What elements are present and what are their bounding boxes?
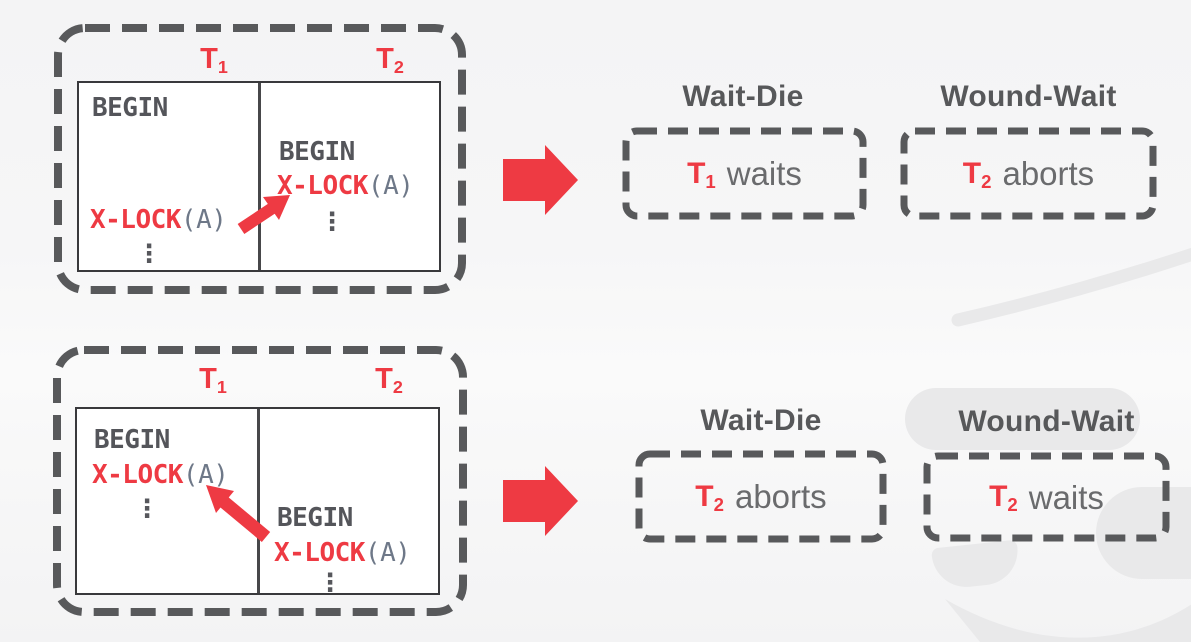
lock-keyword: X-LOCK [92,460,183,490]
lock-keyword: X-LOCK [90,205,181,235]
lock-argument: (A) [367,171,414,201]
t2-begin-statement: BEGIN [277,503,353,533]
transaction-base: T [989,480,1008,513]
transaction-schedule-table: BEGIN X-LOCK(A) ⋮ BEGIN X-LOCK(A) ⋮ [77,81,441,272]
wait-die-outcome-box: T2 aborts [635,450,887,543]
transaction-schedule-table: BEGIN X-LOCK(A) ⋮ BEGIN X-LOCK(A) ⋮ [75,407,440,595]
transaction-ref: T1 [687,156,716,192]
transaction-base: T [687,156,706,190]
t1-ellipsis: ⋮ [136,239,162,268]
t1-xlock-statement: X-LOCK(A) [92,460,229,490]
transaction-sub: 2 [713,493,724,515]
flow-arrow-icon [503,466,578,536]
t2-ellipsis: ⋮ [317,568,343,597]
t2-header-base: T [375,363,393,395]
t1-column-header: T1 [178,363,248,398]
outcome-dashed-border [900,127,1157,220]
t2-header-base: T [376,43,394,75]
t1-begin-statement: BEGIN [94,425,170,455]
outcome-action: aborts [734,478,827,515]
transaction-ref: T2 [695,479,724,515]
outcome-dashed-border [622,127,867,220]
outcome-action: aborts [1002,155,1095,192]
t1-header-base: T [200,43,218,75]
outcome-dashed-border [635,450,887,543]
lock-keyword: X-LOCK [277,171,368,201]
outcome-action: waits [1028,478,1104,516]
t1-xlock-statement: X-LOCK(A) [90,205,227,235]
outcome-action: waits [726,155,802,192]
t2-xlock-statement: X-LOCK(A) [274,538,411,568]
t1-header-sub: 1 [216,377,227,398]
lock-keyword: X-LOCK [274,538,365,568]
scenario-2-dashed-border [53,346,467,616]
t2-column-header: T2 [355,43,425,78]
t1-header-base: T [199,363,217,395]
lock-argument: (A) [182,460,229,490]
t1-column-header: T1 [179,43,249,78]
t2-column-header: T2 [354,363,424,398]
flow-arrow-icon [503,145,578,215]
t2-ellipsis: ⋮ [319,207,345,236]
scenario-1-box: T1 T2 BEGIN X-LOCK(A) ⋮ BEGIN X-LOCK(A) … [53,23,467,295]
transaction-base: T [695,479,714,513]
wait-die-heading: Wait-Die [682,80,804,113]
scenario-1-dashed-border [54,24,466,294]
wound-wait-heading: Wound-Wait [958,405,1135,438]
wait-die-heading: Wait-Die [700,404,822,437]
t2-header-sub: 2 [392,377,403,398]
t2-begin-statement: BEGIN [279,137,355,167]
lock-argument: (A) [180,205,227,235]
wound-wait-heading: Wound-Wait [940,80,1117,113]
transaction-sub: 2 [981,170,992,192]
transaction-sub: 1 [705,170,716,192]
t2-header-sub: 2 [393,57,404,78]
t2-xlock-statement: X-LOCK(A) [277,171,414,201]
t1-ellipsis: ⋮ [134,494,160,523]
wound-wait-outcome-box: T2 aborts [900,127,1157,220]
column-divider [256,409,260,593]
lock-argument: (A) [364,538,411,568]
transaction-ref: T2 [962,156,992,192]
t1-begin-statement: BEGIN [92,93,168,123]
wait-die-outcome-box: T1 waits [622,127,867,220]
t1-header-sub: 1 [217,57,228,78]
column-divider [258,83,261,270]
scenario-2-box: T1 T2 BEGIN X-LOCK(A) ⋮ BEGIN X-LOCK(A) … [52,345,468,617]
transaction-ref: T2 [989,480,1018,516]
watermark-shape [931,539,1021,591]
wound-wait-outcome-box: T2 waits [923,452,1170,542]
transaction-base: T [962,156,982,190]
transaction-sub: 2 [1007,494,1018,516]
